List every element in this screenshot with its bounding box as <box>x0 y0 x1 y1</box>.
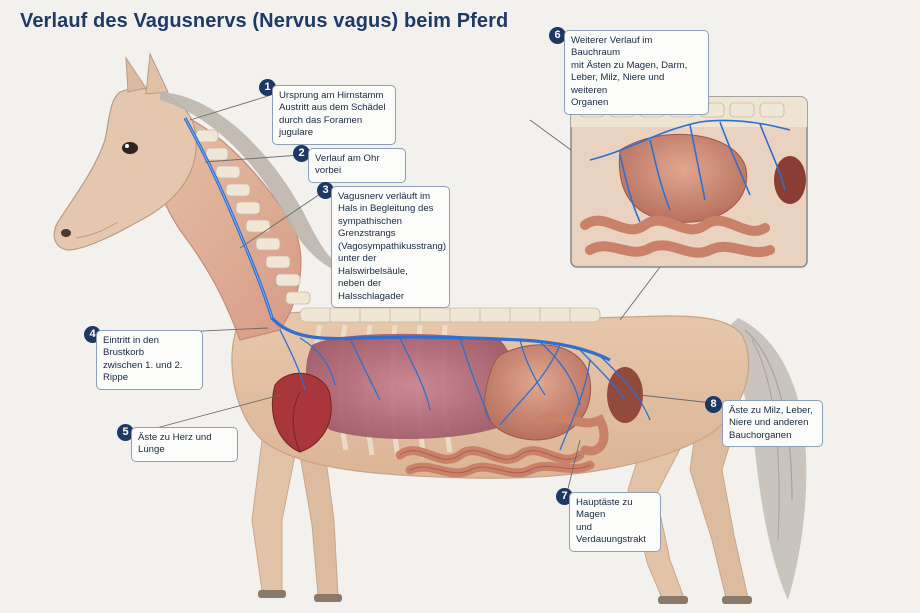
ear-left <box>125 56 147 93</box>
callout-number-6: 6 <box>549 27 566 44</box>
ear-right <box>145 52 169 95</box>
stomach <box>483 344 592 441</box>
spine <box>195 129 601 323</box>
callout-number-7: 7 <box>556 488 573 505</box>
mane <box>160 92 360 280</box>
callout-text-2: Verlauf am Ohr vorbei <box>308 148 406 183</box>
lung <box>305 333 516 440</box>
page-title: Verlauf des Vagusnervs (Nervus vagus) be… <box>20 10 509 32</box>
nostril <box>61 229 71 237</box>
callout-text-3: Vagusnerv verläuft im Hals in Begleitung… <box>331 186 450 309</box>
front-leg-right <box>299 454 339 597</box>
callout-text-6: Weiterer Verlauf im Bauchraum mit Ästen … <box>564 30 709 115</box>
callout-number-8: 8 <box>705 396 722 413</box>
callout-number-1: 1 <box>259 79 276 96</box>
heart <box>271 372 332 453</box>
callout-text-7: Hauptäste zu Magen und Verdauungstrakt <box>569 492 661 552</box>
callout-text-1: Ursprung am Hirnstamm Austritt aus dem S… <box>272 85 396 145</box>
front-leg-left <box>251 439 297 593</box>
vagus-nerve-branches <box>279 329 651 451</box>
callout-number-3: 3 <box>317 182 334 199</box>
callout-number-2: 2 <box>293 145 310 162</box>
callout-text-8: Äste zu Milz, Leber, Niere und anderen B… <box>722 400 823 448</box>
tail <box>725 318 807 600</box>
callout-text-4: Eintritt in den Brustkorb zwischen 1. un… <box>96 330 203 390</box>
callout-number-5: 5 <box>117 424 134 441</box>
inset-abdomen-view <box>570 96 808 268</box>
head <box>53 87 197 251</box>
horse-eye <box>122 142 138 154</box>
callout-text-5: Äste zu Herz und Lunge <box>131 427 238 462</box>
kidney <box>607 367 643 423</box>
